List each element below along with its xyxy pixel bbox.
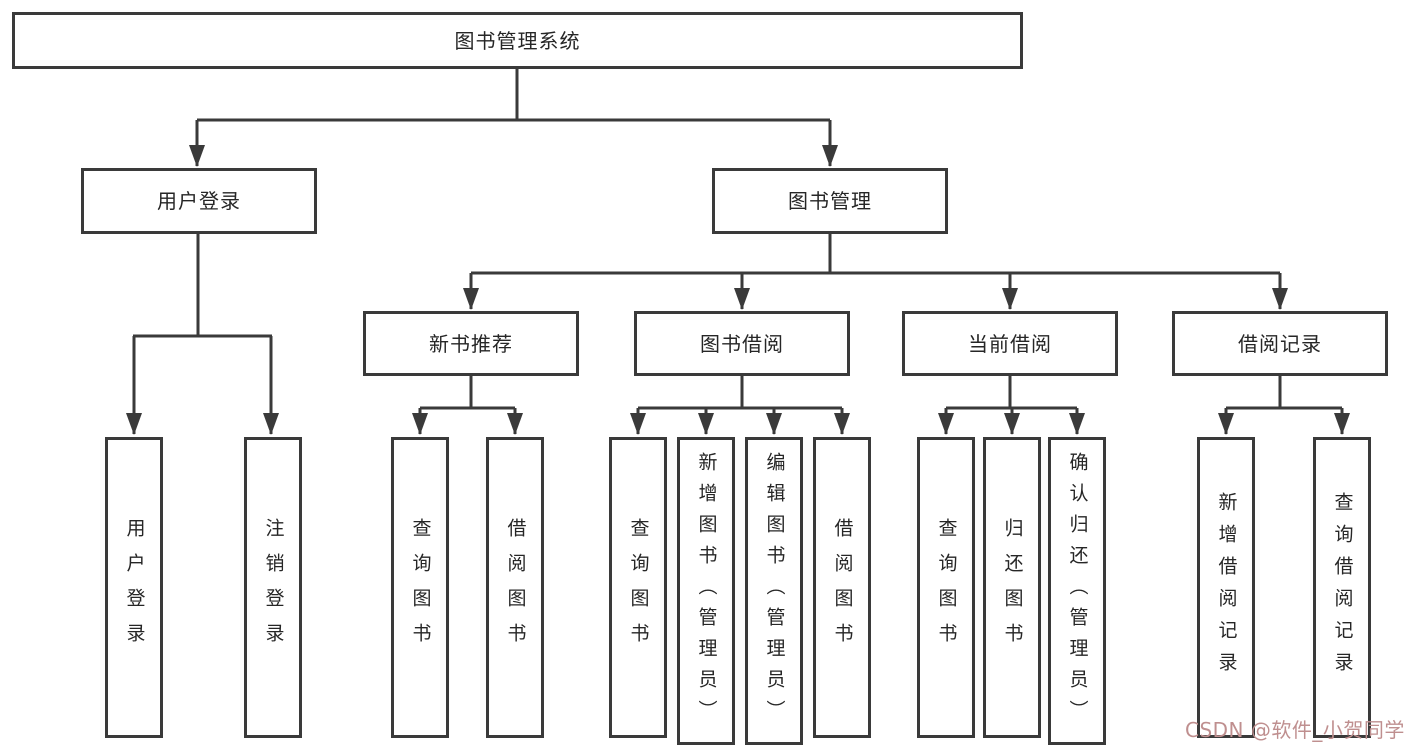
node-library-management-system: 图书管理系统 xyxy=(12,12,1023,69)
leaf-borrow-books-recommend: 借阅图书 xyxy=(486,437,544,738)
node-current-borrowing: 当前借阅 xyxy=(902,311,1118,376)
node-book-borrowing: 图书借阅 xyxy=(634,311,850,376)
node-book-management: 图书管理 xyxy=(712,168,948,234)
node-user-login: 用户登录 xyxy=(81,168,317,234)
leaf-logout: 注销登录 xyxy=(244,437,302,738)
leaf-return-books: 归还图书 xyxy=(983,437,1041,738)
leaf-add-book-admin: 新增图书（管理员） xyxy=(677,437,735,745)
leaf-edit-book-admin: 编辑图书（管理员） xyxy=(745,437,803,745)
node-borrowing-records: 借阅记录 xyxy=(1172,311,1388,376)
leaf-add-borrow-record: 新增借阅记录 xyxy=(1197,437,1255,738)
watermark-text: CSDN @软件_小贺同学 xyxy=(1185,718,1405,742)
leaf-borrow-books-borrowing: 借阅图书 xyxy=(813,437,871,738)
leaf-query-borrow-record: 查询借阅记录 xyxy=(1313,437,1371,738)
leaf-user-login: 用户登录 xyxy=(105,437,163,738)
leaf-confirm-return-admin: 确认归还（管理员） xyxy=(1048,437,1106,745)
node-new-book-recommendation: 新书推荐 xyxy=(363,311,579,376)
leaf-query-books-borrowing: 查询图书 xyxy=(609,437,667,738)
leaf-query-books-recommend: 查询图书 xyxy=(391,437,449,738)
leaf-query-books-current: 查询图书 xyxy=(917,437,975,738)
